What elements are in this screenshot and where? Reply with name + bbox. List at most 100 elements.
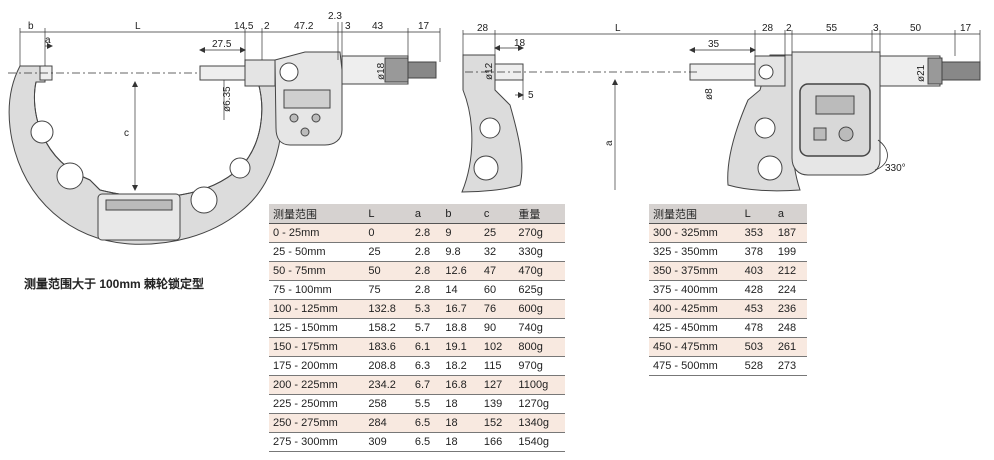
table-cell: 325 - 350mm — [649, 242, 741, 262]
dim-2: 2 — [264, 21, 270, 32]
table-cell: 18 — [441, 432, 480, 452]
table-cell: 428 — [740, 280, 774, 300]
table-cell: 16.7 — [441, 299, 480, 319]
column-header: c — [479, 204, 515, 224]
table-cell: 400 - 425mm — [649, 299, 741, 319]
dim-50: 50 — [910, 23, 922, 34]
table-cell: 150 - 175mm — [269, 337, 365, 357]
table-cell: 309 — [364, 432, 411, 452]
table-cell: 115 — [479, 356, 515, 376]
button-icon — [300, 127, 310, 137]
dim-a: a — [45, 35, 51, 46]
table-cell: 273 — [773, 356, 807, 376]
table-cell: 25 - 50mm — [269, 242, 365, 262]
table-cell: 50 - 75mm — [269, 261, 365, 281]
dim-28: 28 — [477, 23, 489, 34]
table-cell: 475 - 500mm — [649, 356, 741, 376]
dim-phi18: ø18 — [376, 62, 387, 80]
table-cell: 1340g — [514, 413, 565, 433]
table-cell: 470g — [514, 261, 565, 281]
column-header: 重量 — [514, 204, 565, 224]
table-cell: 200 - 225mm — [269, 375, 365, 395]
dim-28b: 28 — [762, 23, 774, 34]
ratchet-stop — [941, 61, 981, 81]
dim-phi6-35: ø6.35 — [222, 86, 233, 112]
table-cell: 261 — [773, 337, 807, 357]
dim-phi12: ø12 — [484, 62, 495, 80]
table-cell: 25 — [479, 223, 515, 243]
dim-phi21: ø21 — [916, 64, 927, 82]
frame-hole — [190, 186, 218, 214]
dim-c: c — [124, 128, 129, 139]
table-cell: 224 — [773, 280, 807, 300]
table-cell: 350 - 375mm — [649, 261, 741, 281]
left-dimensions — [8, 22, 441, 191]
table-cell: 183.6 — [364, 337, 411, 357]
table-cell: 127 — [479, 375, 515, 395]
table-cell: 270g — [514, 223, 565, 243]
caption-ratchet-lock-type: 测量范围大于 100mm 棘轮锁定型 — [24, 277, 205, 291]
table-cell: 1270g — [514, 394, 565, 414]
dim-3: 3 — [873, 23, 879, 34]
table-cell: 18 — [441, 413, 480, 433]
dim-43: 43 — [372, 21, 384, 32]
dim-b: b — [28, 21, 34, 32]
dim-5: 5 — [528, 90, 534, 101]
table-cell: 6.5 — [410, 432, 442, 452]
ratchet-lock-knob — [279, 62, 299, 82]
table-cell: 6.5 — [410, 413, 442, 433]
table-cell: 25 — [364, 242, 411, 262]
table-cell: 175 - 200mm — [269, 356, 365, 376]
dim-L: L — [615, 23, 621, 34]
dim-18: 18 — [514, 38, 526, 49]
table-cell: 450 - 475mm — [649, 337, 741, 357]
button-icon — [813, 127, 827, 141]
head-sleeve — [244, 59, 276, 87]
table-cell: 166 — [479, 432, 515, 452]
table-cell: 2.8 — [410, 242, 442, 262]
table-cell: 19.1 — [441, 337, 480, 357]
table-cell: 18 — [441, 394, 480, 414]
right-dimensions — [462, 30, 981, 190]
table-cell: 740g — [514, 318, 565, 338]
table-cell: 236 — [773, 299, 807, 319]
table-cell: 212 — [773, 261, 807, 281]
frame-hole — [229, 157, 251, 179]
dim-2: 2 — [786, 23, 792, 34]
table-cell: 158.2 — [364, 318, 411, 338]
table-cell: 2.8 — [410, 261, 442, 281]
table-cell: 32 — [479, 242, 515, 262]
column-header: a — [410, 204, 442, 224]
table-cell: 600g — [514, 299, 565, 319]
thimble-knurl — [384, 57, 409, 83]
table-cell: 152 — [479, 413, 515, 433]
table-cell: 90 — [479, 318, 515, 338]
dim-14-5: 14.5 — [234, 21, 254, 32]
dim-27-5: 27.5 — [212, 39, 232, 50]
button-icon — [289, 113, 299, 123]
table-cell: 528 — [740, 356, 774, 376]
table-cell: 2.8 — [410, 223, 442, 243]
dim-2-3: 2.3 — [328, 11, 342, 22]
dim-3: 3 — [345, 21, 351, 32]
table-cell: 75 — [364, 280, 411, 300]
frame-hole — [479, 117, 501, 139]
lcd-window — [815, 95, 855, 115]
ratchet-stop — [407, 61, 437, 79]
table-cell: 18.8 — [441, 318, 480, 338]
table-cell: 375 - 400mm — [649, 280, 741, 300]
table-cell: 132.8 — [364, 299, 411, 319]
micrometer-front-view — [8, 51, 437, 245]
table-cell: 125 - 150mm — [269, 318, 365, 338]
